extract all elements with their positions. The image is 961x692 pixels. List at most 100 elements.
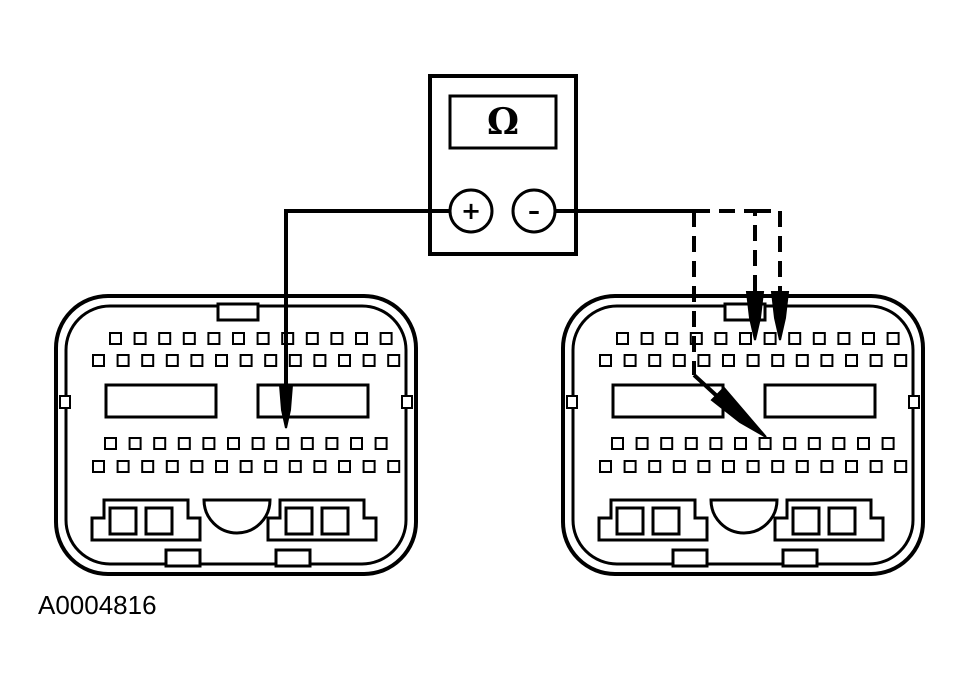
pin-cavity [239, 354, 253, 367]
pin-cavity [869, 460, 883, 473]
pin-cavity [616, 332, 629, 345]
pin-cavity [709, 437, 723, 450]
pin-cavity [362, 460, 376, 473]
pin-cavity [215, 354, 228, 367]
pin-cavity [807, 437, 821, 450]
power-pin-cavity [320, 506, 350, 536]
pin-cavity [771, 460, 785, 473]
probe-left [278, 384, 294, 429]
dashed-lead-b [694, 209, 757, 295]
pin-cavity [881, 437, 895, 450]
side-latch [401, 395, 413, 409]
pin-cavity [325, 437, 339, 450]
pin-cavity [165, 460, 179, 473]
probe-right-b [770, 291, 790, 341]
pin-cavity [611, 437, 624, 450]
bottom-key-notch [274, 548, 312, 568]
pin-cavity [623, 354, 637, 367]
pin-cavity [635, 437, 649, 450]
pin-cavity [697, 460, 711, 473]
power-pin-cavity [284, 506, 314, 536]
pin-cavity [862, 332, 875, 345]
pin-cavity [177, 437, 191, 450]
pin-cavity [648, 354, 662, 367]
bottom-key-notch [671, 548, 709, 568]
pin-cavity [338, 354, 351, 367]
pin-cavity [116, 354, 130, 367]
pin-cavity [190, 460, 204, 473]
pin-cavity [869, 354, 883, 367]
pin-cavity [104, 437, 117, 450]
power-pin-cavity [791, 506, 821, 536]
probes [278, 291, 790, 438]
pin-cavity [92, 460, 105, 473]
pin-cavity [264, 460, 278, 473]
pin-cavity [832, 437, 846, 450]
pin-cavity [350, 437, 363, 450]
pin-cavity [276, 437, 290, 450]
pin-cavity [795, 354, 809, 367]
pin-cavity [239, 460, 253, 473]
pin-cavity [722, 354, 735, 367]
pin-cavity [313, 460, 327, 473]
ohm-symbol: Ω [487, 101, 519, 143]
pin-cavity [128, 437, 142, 450]
pin-cavity [788, 332, 802, 345]
pin-cavity [338, 460, 351, 473]
pin-cavity [714, 332, 728, 345]
power-pin-cavity [144, 506, 174, 536]
pin-cavity [313, 354, 327, 367]
pin-cavity [207, 332, 221, 345]
test-leads [284, 209, 782, 399]
pin-cavity [300, 437, 314, 450]
probe-diagonal [710, 386, 767, 438]
pin-cavity [722, 460, 735, 473]
pin-cavity [763, 332, 777, 345]
pin-cavity [288, 460, 302, 473]
pin-cavity [672, 460, 686, 473]
pin-cavity [894, 460, 908, 473]
bottom-key-notch [781, 548, 819, 568]
bottom-key-notch [164, 548, 202, 568]
pin-cavity [640, 332, 654, 345]
pin-cavity [599, 460, 612, 473]
pin-cavity [783, 437, 797, 450]
pin-cavity [305, 332, 319, 345]
positive-lead [284, 209, 450, 398]
pin-cavity [623, 460, 637, 473]
pin-cavity [795, 460, 809, 473]
pin-cavity [771, 354, 785, 367]
pin-cavity [697, 354, 711, 367]
pin-cavity [116, 460, 130, 473]
pin-cavity [387, 460, 401, 473]
pin-cavity [202, 437, 216, 450]
pin-cavity [256, 332, 270, 345]
left-connector [54, 294, 418, 576]
dashed-leads [692, 209, 782, 375]
pin-cavity [672, 354, 686, 367]
pin-cavity [141, 460, 155, 473]
pin-cavity [182, 332, 196, 345]
pin-cavity [109, 332, 122, 345]
pin-cavity [845, 354, 858, 367]
pin-cavity [689, 332, 703, 345]
pin-cavity [820, 354, 834, 367]
positive-terminal-label: + [461, 197, 481, 225]
pin-cavity [758, 437, 772, 450]
pin-cavity [153, 437, 167, 450]
pin-cavity [133, 332, 147, 345]
pin-cavity [227, 437, 240, 450]
right-connector [561, 294, 925, 576]
pin-cavity [374, 437, 388, 450]
side-latch [908, 395, 920, 409]
pin-cavity [158, 332, 172, 345]
power-pin-cavity [615, 506, 645, 536]
pin-cavity [92, 354, 105, 367]
pin-cavity [215, 460, 228, 473]
pin-cavity [190, 354, 204, 367]
polarizing-key [709, 498, 779, 535]
pin-cavity [894, 354, 908, 367]
pin-cavity [837, 332, 851, 345]
pin-cavity [845, 460, 858, 473]
diagonal-lead [692, 373, 720, 399]
